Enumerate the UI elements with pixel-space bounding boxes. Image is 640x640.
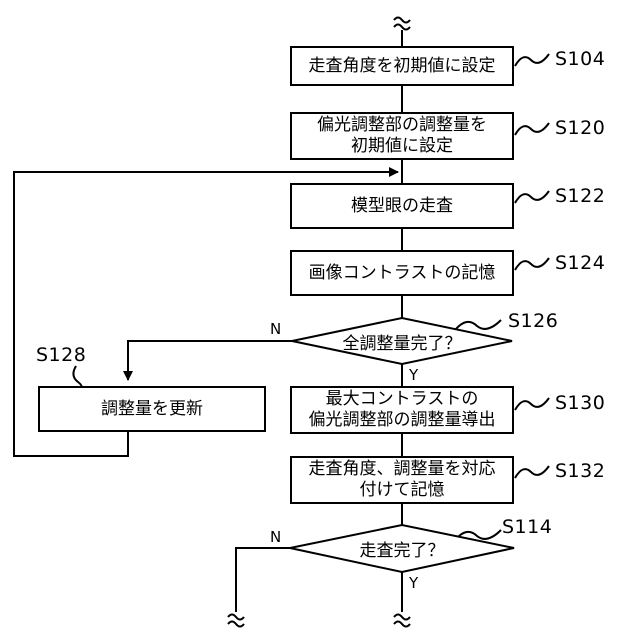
no-branch-s114 bbox=[236, 548, 290, 612]
step-label-s126: S126 bbox=[508, 310, 558, 332]
process-s128: 調整量を更新 bbox=[38, 386, 266, 432]
branch-yes-s126: Y bbox=[409, 366, 418, 384]
process-s124: 画像コントラストの記憶 bbox=[290, 250, 514, 296]
branch-no-s126: N bbox=[270, 320, 281, 338]
step-label-s128: S128 bbox=[36, 344, 86, 366]
leader-s132 bbox=[515, 466, 549, 478]
step-label-s120: S120 bbox=[555, 117, 605, 139]
step-text-line2: 初期値に設定 bbox=[317, 136, 487, 157]
step-label-s132: S132 bbox=[555, 460, 605, 482]
step-text: 全調整量完了？ bbox=[343, 329, 462, 354]
process-s120: 偏光調整部の調整量を 初期値に設定 bbox=[290, 112, 514, 160]
step-text: 模型眼の走査 bbox=[351, 196, 453, 217]
step-text-line1: 走査角度、調整量を対応 bbox=[309, 459, 496, 480]
break-mark-bottom-right bbox=[394, 615, 410, 627]
branch-yes-s114: Y bbox=[409, 574, 418, 592]
step-label-s114: S114 bbox=[502, 516, 552, 538]
process-s130: 最大コントラストの 偏光調整部の調整量導出 bbox=[290, 386, 514, 434]
step-text: 画像コントラストの記憶 bbox=[309, 263, 496, 284]
step-text: 調整量を更新 bbox=[101, 399, 203, 420]
leader-s122 bbox=[515, 191, 549, 203]
step-text-line1: 最大コントラストの bbox=[309, 389, 496, 410]
step-text: 走査角度を初期値に設定 bbox=[309, 56, 496, 77]
decision-text-s114: 走査完了？ bbox=[322, 535, 482, 561]
process-s132: 走査角度、調整量を対応 付けて記憶 bbox=[290, 456, 514, 504]
break-mark-bottom-left bbox=[228, 615, 244, 627]
branch-no-s114: N bbox=[270, 528, 281, 546]
leader-s104 bbox=[515, 54, 549, 66]
no-branch-s126 bbox=[128, 341, 292, 380]
step-text: 走査完了？ bbox=[360, 536, 445, 561]
step-label-s122: S122 bbox=[555, 185, 605, 207]
process-s104: 走査角度を初期値に設定 bbox=[290, 46, 514, 86]
leader-s124 bbox=[515, 258, 549, 270]
step-text-line2: 偏光調整部の調整量導出 bbox=[309, 410, 496, 431]
process-s122: 模型眼の走査 bbox=[290, 183, 514, 229]
step-text-line1: 偏光調整部の調整量を bbox=[317, 115, 487, 136]
step-text-line2: 付けて記憶 bbox=[309, 480, 496, 501]
step-label-s130: S130 bbox=[555, 392, 605, 414]
break-mark-top bbox=[394, 18, 410, 30]
step-label-s124: S124 bbox=[555, 252, 605, 274]
step-label-s104: S104 bbox=[555, 48, 605, 70]
leader-s120 bbox=[515, 123, 549, 135]
decision-text-s126: 全調整量完了？ bbox=[322, 328, 482, 354]
leader-s130 bbox=[515, 398, 549, 410]
